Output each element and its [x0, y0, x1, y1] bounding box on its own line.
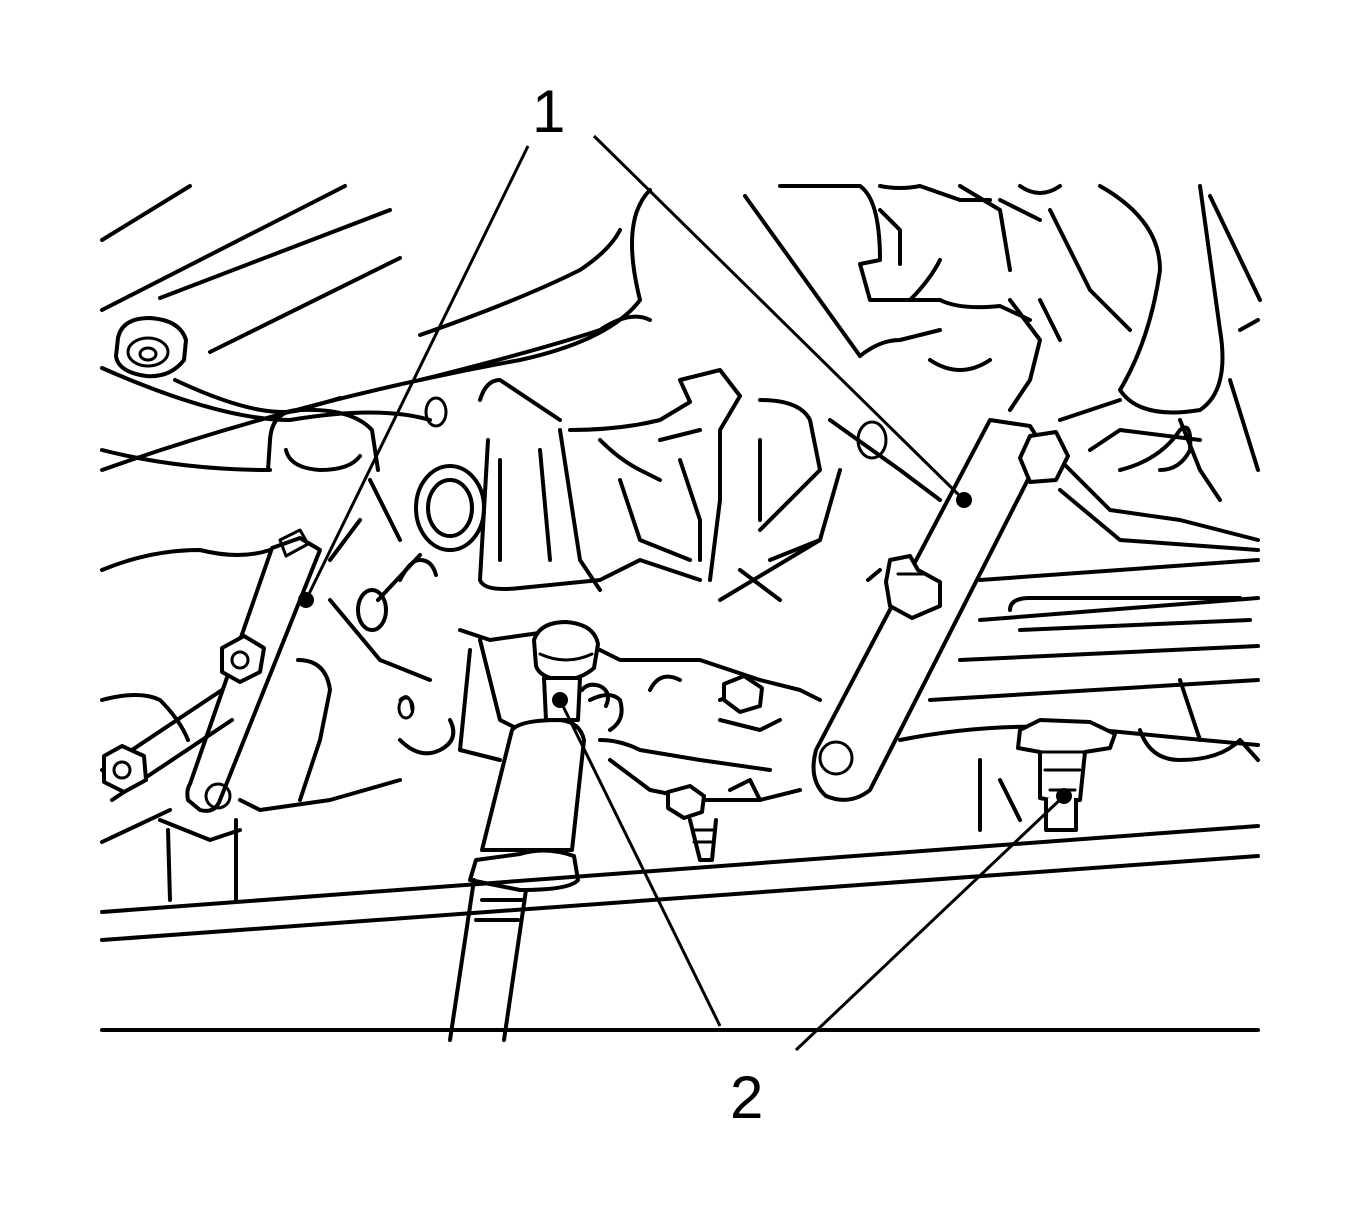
leader-2-left	[558, 699, 722, 1027]
leader-1-right	[592, 134, 966, 502]
transmission-mount-bracket	[478, 368, 942, 602]
engine-block-upper-right	[743, 184, 1262, 552]
pointer-dot-center-stud	[552, 692, 568, 708]
callout-2: 2	[730, 1064, 764, 1131]
callout-1: 1	[532, 78, 566, 145]
left-brace-bar	[100, 528, 402, 902]
right-brace-bar	[811, 418, 1070, 802]
transmission-housing	[100, 184, 652, 472]
leader-1-left	[304, 145, 530, 601]
case-features	[266, 396, 486, 756]
frame-rails	[100, 824, 1260, 1032]
right-mount-bolt	[1016, 718, 1117, 832]
pointer-dot-right-stud	[1056, 788, 1072, 804]
mount-bushing	[114, 316, 188, 379]
leader-2-right	[794, 794, 1066, 1052]
transmission-lower-body	[458, 628, 822, 862]
crossmember-rail	[898, 558, 1260, 832]
support-stand	[448, 620, 610, 1042]
pointer-dot-right-brace	[956, 492, 972, 508]
leader-lines	[298, 134, 1072, 1052]
pointer-dot-left-brace	[298, 592, 314, 608]
